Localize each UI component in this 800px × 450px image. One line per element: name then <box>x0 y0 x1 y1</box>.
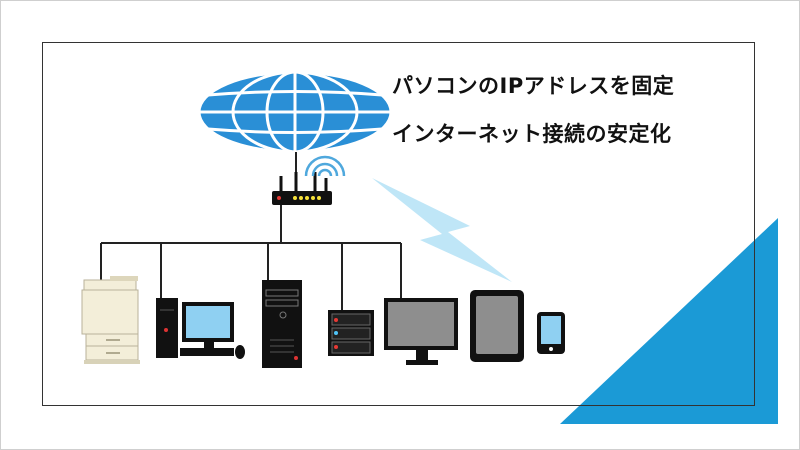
wireless-link-lightning <box>372 178 512 282</box>
nas-storage-icon <box>328 310 374 356</box>
monitor-icon <box>384 298 458 365</box>
router-icon <box>272 172 332 205</box>
tower-server-icon <box>262 280 302 368</box>
wifi-signal-icon <box>304 155 346 177</box>
headline-line-1: パソコンのIPアドレスを固定 <box>392 74 675 98</box>
printer-icon <box>81 276 140 364</box>
corner-accent-triangle <box>560 218 778 424</box>
desktop-pc-icon <box>156 298 245 359</box>
content-frame <box>42 42 755 406</box>
network-cabling <box>100 205 402 310</box>
headline-line-2: インターネット接続の安定化 <box>392 122 672 146</box>
tablet-icon <box>470 290 524 362</box>
smartphone-icon <box>537 312 565 354</box>
